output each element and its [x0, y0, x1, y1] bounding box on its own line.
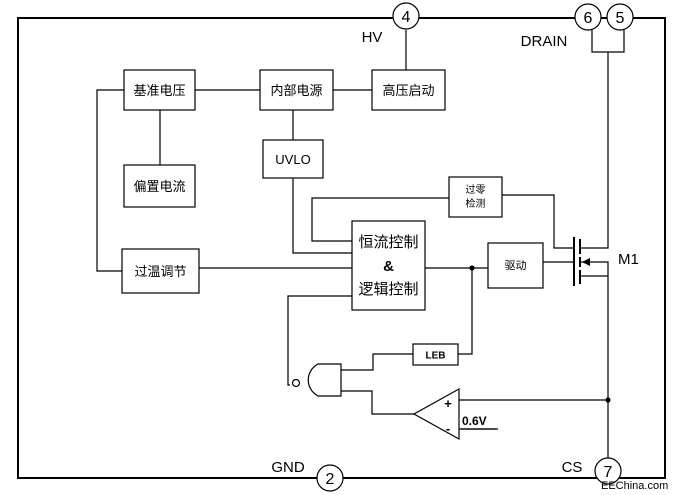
mosfet-arrow [582, 258, 590, 266]
comparator: + - [412, 387, 460, 441]
pin-drain-5: 5 [606, 3, 634, 31]
block-hv-startup: 高压启动 [371, 69, 446, 111]
otp-label: 过温调节 [134, 265, 186, 280]
wire-uvlo-logic [292, 178, 352, 254]
bias-current-label: 偏置电流 [133, 180, 185, 195]
cc-logic-line-3: 逻辑控制 [358, 280, 418, 298]
wire-comp-nand [341, 390, 414, 415]
pin-hv-number: 4 [402, 9, 411, 26]
wire-leb-nand [341, 353, 413, 371]
reference-voltage: 0.6V [462, 414, 487, 428]
cc-logic-line-1: 恒流控制 [358, 233, 418, 251]
leb-label: LEB [426, 351, 446, 362]
pin-drain-6: 6 [574, 3, 602, 31]
wire-node-leb [458, 268, 473, 355]
wire-nand-logic [287, 295, 352, 386]
block-internal-supply: 内部电源 [259, 69, 334, 111]
pin-6-number: 6 [584, 10, 593, 27]
cs-label: CS [562, 459, 583, 476]
wire-ref-otp [96, 89, 124, 272]
wire-source-cs [584, 275, 609, 458]
block-ref-voltage: 基准电压 [123, 69, 196, 111]
pin-cs-number: 7 [604, 464, 613, 481]
nand-gate [291, 363, 342, 397]
block-bias-current: 偏置电流 [123, 164, 196, 208]
block-driver: 驱动 [487, 242, 544, 289]
block-leb: LEB [412, 343, 459, 366]
watermark: EEChina.com [601, 480, 668, 492]
hv-label: HV [362, 29, 383, 46]
comparator-minus: - [446, 421, 450, 436]
pin-gnd-number: 2 [326, 471, 335, 488]
mosfet-label: M1 [618, 251, 639, 268]
block-zcd: 过零 检测 [448, 176, 503, 218]
pin-gnd: 2 [316, 464, 344, 492]
zcd-line-2: 检测 [466, 197, 486, 210]
block-cc-logic: 恒流控制 & 逻辑控制 [351, 220, 426, 311]
hv-startup-label: 高压启动 [382, 83, 434, 99]
zcd-line-1: 过零 [466, 183, 486, 196]
wire-zcd-gate [502, 194, 575, 249]
pin-cs: 7 [594, 457, 622, 485]
wire-zcd-logic [311, 197, 449, 242]
comparator-plus: + [444, 396, 452, 411]
uvlo-label: UVLO [275, 152, 310, 167]
mosfet-m1 [573, 237, 609, 286]
mosfet-body [580, 261, 609, 276]
nand-bubble [291, 378, 301, 388]
pin-5-number: 5 [616, 10, 625, 27]
drain-pin-bracket [591, 30, 625, 53]
gnd-label: GND [271, 459, 305, 476]
internal-supply-label: 内部电源 [270, 83, 322, 99]
wire-drain [584, 52, 609, 249]
cc-logic-line-2: & [383, 258, 394, 275]
ref-voltage-label: 基准电压 [133, 84, 185, 99]
drain-label: DRAIN [521, 33, 568, 50]
pin-hv: 4 [392, 2, 420, 30]
block-uvlo: UVLO [262, 139, 324, 179]
block-otp: 过温调节 [121, 248, 200, 294]
driver-label: 驱动 [505, 259, 527, 272]
